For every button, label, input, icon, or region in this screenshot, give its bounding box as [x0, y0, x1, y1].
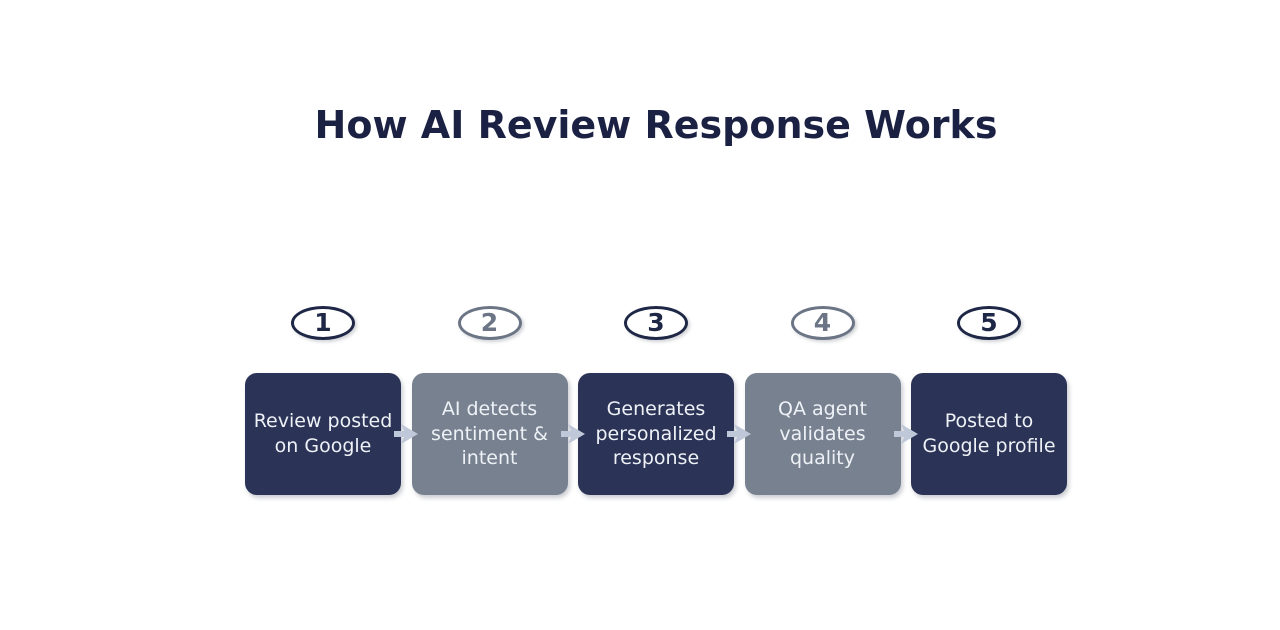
step-number-badge: 3 — [624, 306, 688, 340]
process-step-1: 1 Review posted on Google — [245, 306, 418, 495]
arrow-right-icon — [893, 424, 918, 444]
step-label: Posted to Google profile — [922, 410, 1056, 457]
step-box: Review posted on Google — [245, 373, 401, 495]
process-step-3: 3 Generates personalized response — [578, 306, 751, 495]
step-number-badge: 5 — [957, 306, 1021, 340]
process-step-4: 4 QA agent validates quality — [744, 306, 918, 495]
step-label: AI detects sentiment & intent — [431, 397, 548, 470]
step-box: Generates personalized response — [578, 373, 734, 495]
step-label: QA agent validates quality — [778, 397, 867, 470]
step-box: Posted to Google profile — [911, 373, 1067, 495]
page-title: How AI Review Response Works — [314, 103, 998, 147]
step-box: QA agent validates quality — [744, 373, 901, 495]
step-number-badge: 4 — [790, 306, 855, 340]
step-label: Review posted on Google — [253, 410, 393, 457]
process-step-5: 5 Posted to Google profile — [911, 306, 1067, 495]
step-number: 1 — [314, 307, 332, 337]
process-steps-row: 1 Review posted on Google 2 AI detects s… — [245, 306, 1067, 495]
process-step-2: 2 AI detects sentiment & intent — [411, 306, 585, 495]
step-label: Generates personalized response — [595, 397, 717, 470]
arrow-right-icon — [727, 424, 751, 444]
step-box: AI detects sentiment & intent — [411, 373, 568, 495]
step-number-badge: 2 — [457, 306, 522, 340]
arrow-right-icon — [560, 424, 585, 444]
arrow-right-icon — [394, 424, 418, 444]
step-number: 5 — [980, 307, 998, 337]
step-number: 4 — [813, 307, 832, 337]
step-number: 2 — [480, 307, 499, 337]
step-number-badge: 1 — [291, 306, 355, 340]
step-number: 3 — [647, 307, 665, 337]
